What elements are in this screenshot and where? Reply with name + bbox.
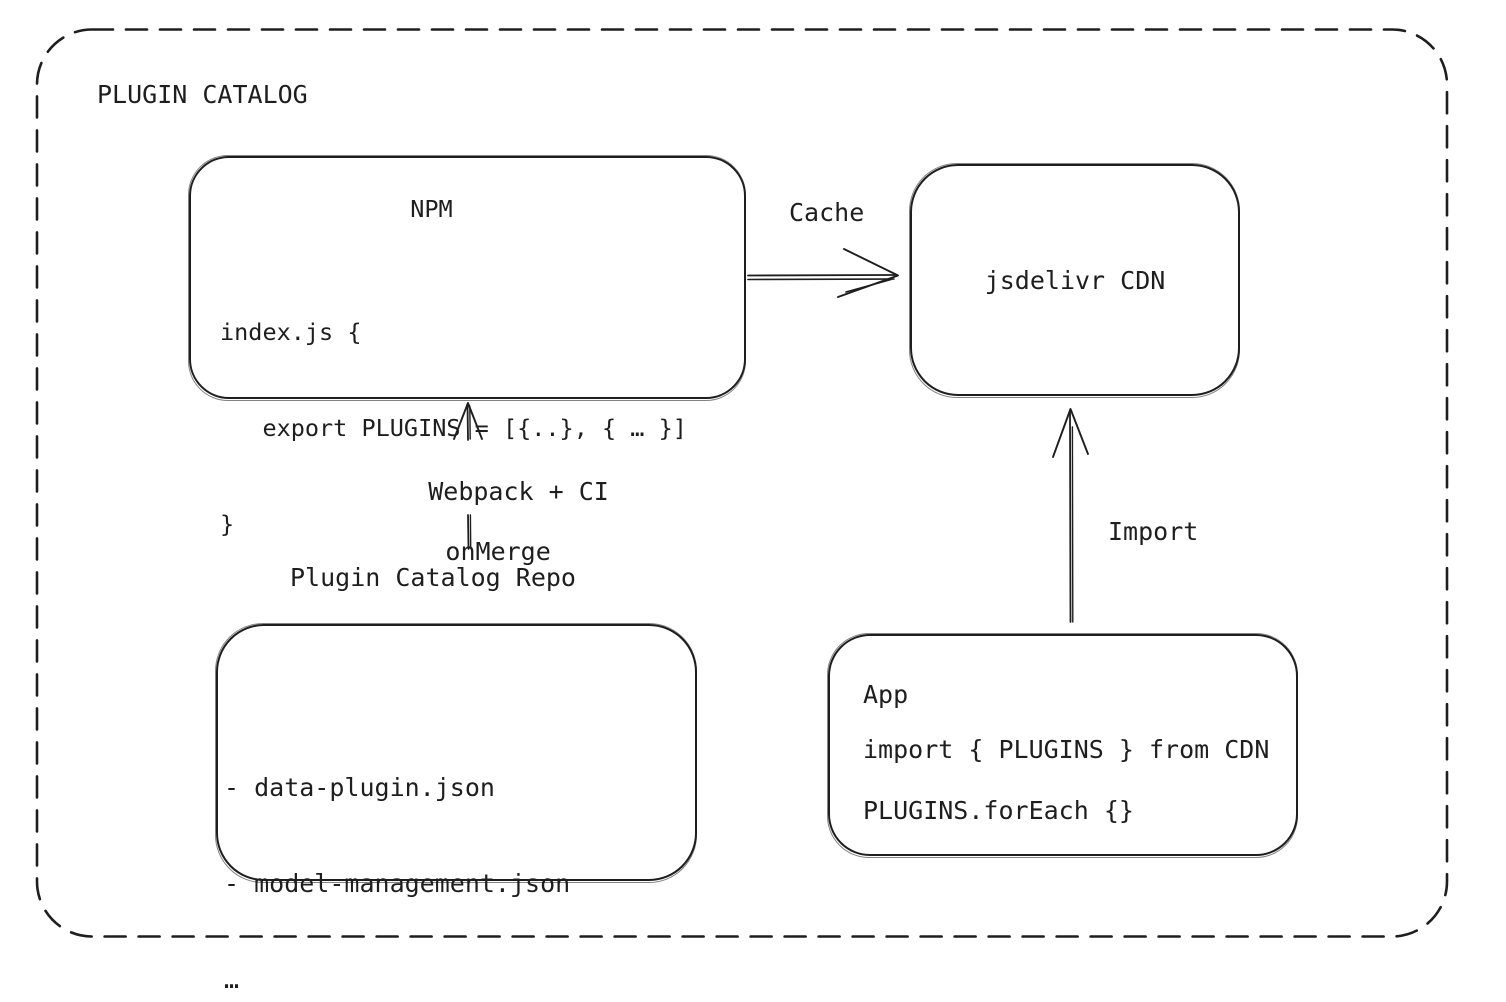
repo-file-list: - data-plugin.json - model-management.js… — [224, 708, 570, 1002]
build-arrow[interactable] — [448, 398, 492, 554]
npm-code-line: export PLUGINS = [{..}, { … }] — [220, 414, 687, 442]
cache-arrow[interactable] — [745, 240, 910, 312]
arrow-head — [1052, 408, 1089, 458]
arrow-shaft — [1069, 409, 1072, 623]
cache-arrow-label: Cache — [789, 198, 865, 227]
arrow-head — [845, 278, 892, 293]
dashed-border — [35, 28, 1449, 938]
repo-file-item: … — [224, 965, 240, 994]
build-arrow-label: Webpack + CI onMerge — [368, 447, 609, 597]
npm-code-line: } — [220, 510, 235, 538]
arrow-head — [837, 248, 899, 298]
build-arrow-label-line: Webpack + CI — [428, 477, 609, 506]
app-node[interactable]: App import { PLUGINS } from CDN PLUGINS.… — [827, 633, 1298, 858]
npm-node-title: NPM — [410, 195, 453, 223]
app-code-line: PLUGINS.forEach {} — [863, 796, 1134, 825]
cdn-node-label: jsdelivr CDN — [984, 265, 1166, 295]
npm-node[interactable]: NPM index.js { export PLUGINS = [{..}, {… — [188, 155, 746, 538]
arrow-shaft — [467, 514, 470, 550]
arrow-shaft — [747, 278, 895, 281]
import-arrow[interactable] — [1050, 402, 1096, 627]
app-node-title: App — [863, 680, 909, 709]
arrow-head — [453, 402, 483, 440]
build-arrow-label-line: onMerge — [445, 537, 551, 566]
repo-node-title: Plugin Catalog Repo — [290, 563, 576, 592]
repo-file-item: - data-plugin.json — [224, 773, 495, 802]
npm-node-code: index.js { export PLUGINS = [{..}, { … }… — [220, 252, 687, 604]
catalog-title: PLUGIN CATALOG — [97, 80, 308, 109]
cdn-node[interactable]: jsdelivr CDN — [909, 163, 1240, 398]
arrow-shaft — [747, 274, 898, 277]
repo-node[interactable]: - data-plugin.json - model-management.js… — [215, 623, 697, 994]
repo-file-item: - model-management.json — [224, 869, 571, 898]
arrow-shaft — [466, 403, 469, 441]
app-code-line: import { PLUGINS } from CDN — [863, 735, 1270, 764]
import-arrow-label: Import — [1108, 517, 1199, 546]
npm-code-line: index.js { — [220, 318, 362, 346]
